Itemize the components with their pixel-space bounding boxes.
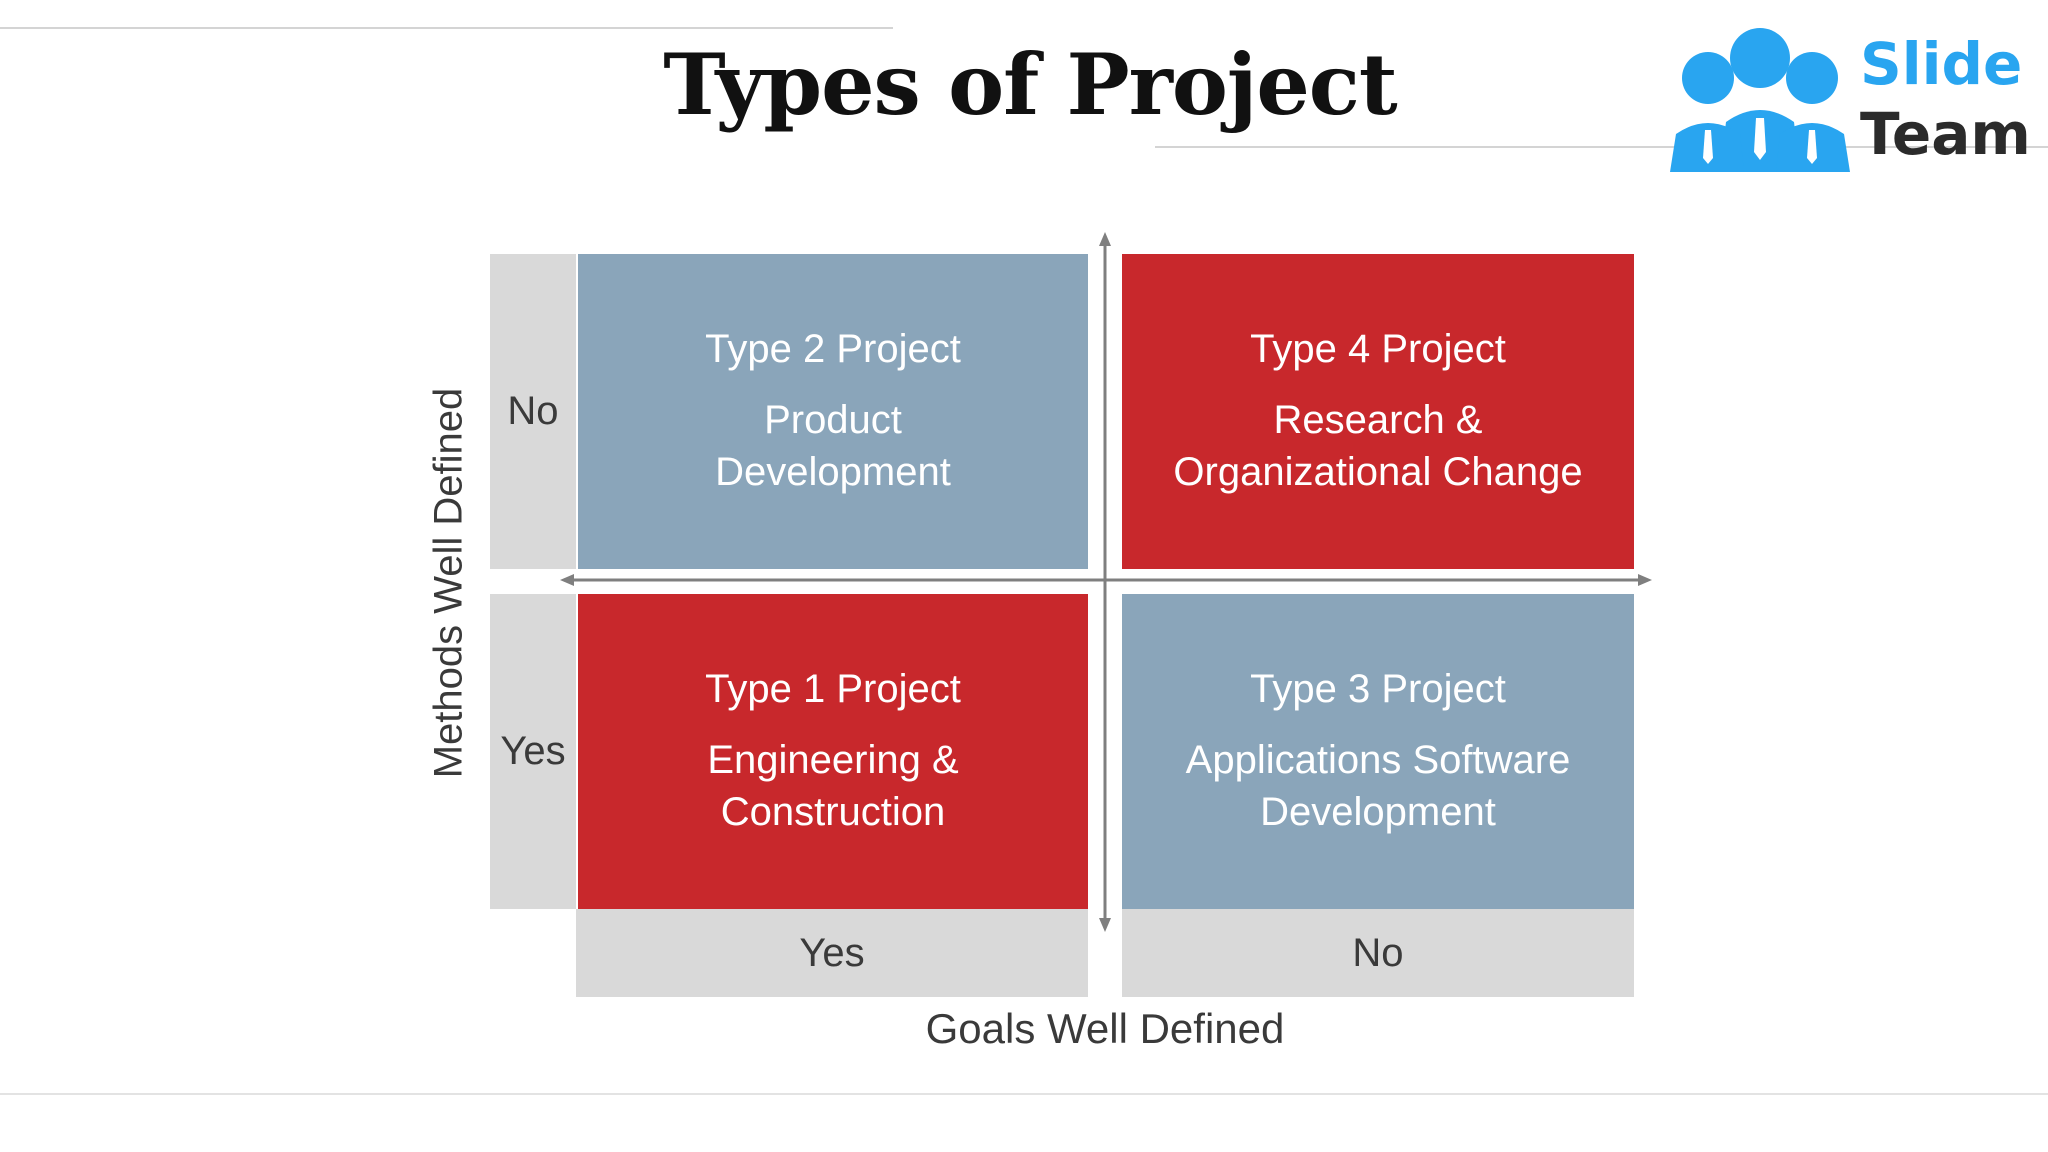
quadrant-type-3: Type 3 Project Applications Software Dev… [1122,594,1634,909]
quadrant-type-1: Type 1 Project Engineering & Constructio… [578,594,1088,909]
quadrant-type-4-title: Type 4 Project [1250,326,1506,371]
slideteam-logo: Slide Team [1660,22,2031,172]
quadrant-type-3-desc-text: Applications Software Development [1185,737,1571,834]
horizontal-axis-arrowhead-right [1638,574,1652,586]
x-tick-yes: Yes [576,909,1088,997]
x-tick-no-label: No [1352,930,1404,975]
x-axis-label: Goals Well Defined [925,1005,1285,1052]
quadrant-type-2: Type 2 Project Product Development [578,254,1088,569]
top-right-rule [1155,146,2048,148]
y-axis-label-text: Methods Well Defined [426,387,471,779]
bottom-rule [0,1093,2048,1095]
people-group-icon [1670,28,1850,172]
y-tick-no: No [490,254,576,569]
quadrant-type-3-title: Type 3 Project [1250,666,1506,711]
quadrant-type-4-desc-text: Research & Organizational Change [1173,397,1583,494]
quadrant-type-3-desc: Applications Software Development [1158,734,1598,838]
quadrant-type-1-desc-text: Engineering & Construction [707,737,959,834]
quadrant-type-4-desc: Research & Organizational Change [1148,394,1608,498]
quadrant-type-2-desc-text: Product Development [715,397,951,494]
x-tick-yes-label: Yes [799,930,865,975]
vertical-axis-arrowhead-top [1099,232,1111,246]
y-tick-yes-label: Yes [500,729,566,773]
horizontal-axis-arrowhead-left [560,574,574,586]
y-tick-yes: Yes [490,594,576,909]
x-tick-no: No [1122,909,1634,997]
y-tick-no-label: No [507,389,559,433]
quadrant-type-1-desc: Engineering & Construction [683,734,983,838]
top-left-rule [0,27,893,29]
logo-word-team: Team [1860,100,2031,168]
slide-title: Types of Project [663,35,1397,134]
quadrant-type-4: Type 4 Project Research & Organizational… [1122,254,1634,569]
quadrant-type-1-title: Type 1 Project [705,666,961,711]
quadrant-type-2-desc: Product Development [683,394,983,498]
vertical-axis-arrowhead-bottom [1099,918,1111,932]
logo-word-slide: Slide [1860,30,2023,98]
quadrant-type-2-title: Type 2 Project [705,326,961,371]
